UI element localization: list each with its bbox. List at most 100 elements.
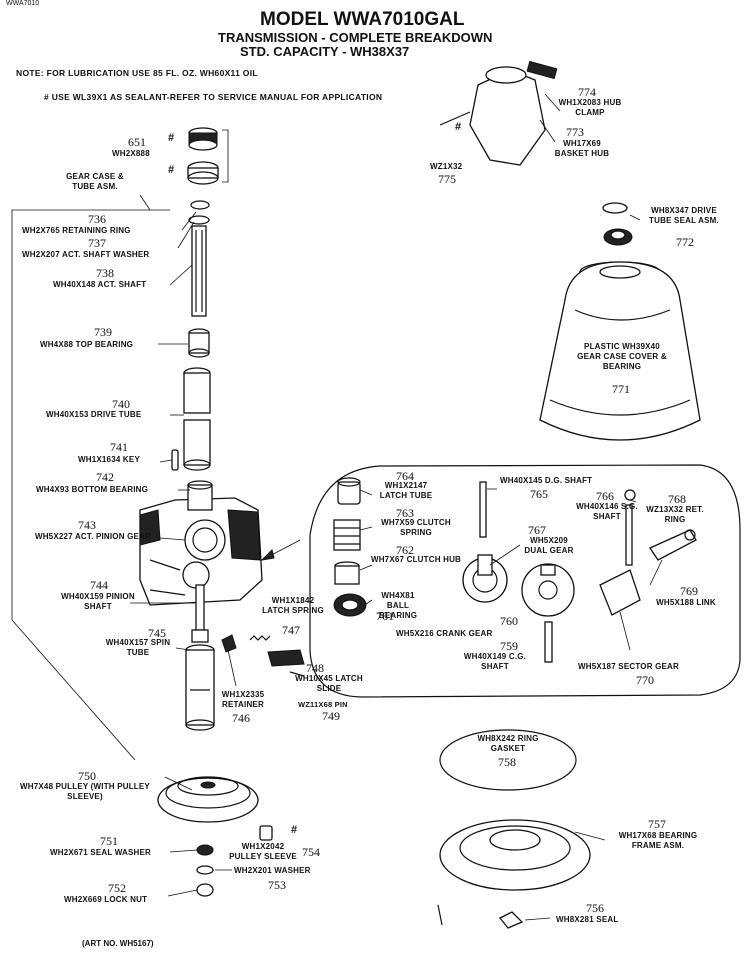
part-num-738: 738 <box>96 266 114 280</box>
top-bearing-shape <box>188 328 210 358</box>
seal-washer-shape <box>196 844 214 856</box>
part-num-768: 768 <box>668 492 686 506</box>
part-num-737: 737 <box>88 236 106 250</box>
part-label-756: WH8X281 SEAL <box>556 915 619 924</box>
part-num-748: 748 <box>306 661 324 675</box>
clutch-detail-box <box>309 464 741 698</box>
gear-case-bracket-line <box>11 209 150 761</box>
part-label-764: WH1X2147 LATCH TUBE <box>379 481 433 500</box>
part-num-760: 760 <box>500 614 518 628</box>
part-label-750: WH7X48 PULLEY (WITH PULLEY SLEEVE) <box>20 782 150 801</box>
gear-case-label: GEAR CASE & TUBE ASM. <box>66 172 124 191</box>
part-label-761: WH4X81 BALL BEARING <box>378 591 418 620</box>
part-num-764: 764 <box>396 469 414 483</box>
part-label-744: WH40X159 PINION SHAFT <box>61 592 135 611</box>
part-num-743: 743 <box>78 518 96 532</box>
washer-shape <box>196 865 214 875</box>
retainer-shape <box>221 634 237 653</box>
part-num-759: 759 <box>500 639 518 653</box>
pin-shape <box>289 671 305 677</box>
basket-hub-shape <box>439 60 558 166</box>
leader-lines <box>130 93 663 921</box>
part-num-751: 751 <box>100 834 118 848</box>
gear-case-cover-shape <box>539 261 701 441</box>
part-num-776: 651 <box>128 135 146 149</box>
part-label-771: PLASTIC WH39X40 GEAR CASE COVER & BEARIN… <box>577 342 667 371</box>
part-num-773: 773 <box>566 125 584 139</box>
part-label-749: WZ11X68 PIN <box>298 700 348 709</box>
page-title: MODEL WWA7010GAL <box>260 9 465 30</box>
lock-nut-shape <box>196 883 214 897</box>
part-num-772: 772 <box>676 235 694 249</box>
part-label-745: WH40X157 SPIN TUBE <box>105 638 171 657</box>
part-label-769: WH5X188 LINK <box>656 598 716 607</box>
part-label-774: WH1X2083 HUB CLAMP <box>558 98 622 117</box>
part-num-758: 758 <box>498 755 516 769</box>
part-num-741: 741 <box>110 440 128 454</box>
part-label-760: WH5X216 CRANK GEAR <box>396 629 493 638</box>
part-num-740: 740 <box>112 397 130 411</box>
retaining-ring-shape <box>190 200 210 210</box>
part-label-754: WH1X2042 PULLEY SLEEVE <box>229 842 297 861</box>
part-num-770: 770 <box>636 673 654 687</box>
part-label-762: WH7X67 CLUTCH HUB <box>370 555 462 564</box>
top-seal-stack <box>187 127 219 185</box>
latch-spring-shape <box>249 635 271 641</box>
hash-mark: # <box>168 132 175 144</box>
act-shaft-shape <box>191 225 207 317</box>
part-num-753: 753 <box>268 878 286 892</box>
part-label-741: WH1X1634 KEY <box>78 455 140 464</box>
part-num-744: 744 <box>90 578 108 592</box>
key-shape <box>171 449 179 471</box>
ring-gasket-shape <box>439 729 577 791</box>
hash-mark: # <box>168 164 175 176</box>
art-number: (ART NO. WH5167) <box>82 939 154 948</box>
drive-tube-seal-shape <box>602 202 633 246</box>
part-label-752: WH2X669 LOCK NUT <box>64 895 148 904</box>
part-label-763: WH7X59 CLUTCH SPRING <box>381 518 451 537</box>
seal-756-shape <box>498 911 524 929</box>
pulley-sleeve-shape <box>259 825 273 841</box>
part-num-761: 761 <box>376 609 394 623</box>
part-label-738: WH40X148 ACT. SHAFT <box>53 280 147 289</box>
part-label-743: WH5X227 ACT. PINION GEAR <box>34 532 152 541</box>
screw-651-shape <box>437 904 443 926</box>
part-num-745: 745 <box>148 626 166 640</box>
part-label-742: WH4X93 BOTTOM BEARING <box>36 485 149 494</box>
part-label-746: WH1X2335 RETAINER <box>221 690 265 709</box>
note-sealant: # USE WL39X1 AS SEALANT-REFER TO SERVICE… <box>44 92 383 102</box>
part-label-736: WH2X765 RETAINING RING <box>22 226 131 235</box>
latch-slide-shape <box>267 649 305 667</box>
part-label-737: WH2X207 ACT. SHAFT WASHER <box>22 250 150 259</box>
part-num-763: 763 <box>396 506 414 520</box>
part-num-765: 765 <box>530 487 548 501</box>
part-num-775: 775 <box>438 172 456 186</box>
part-num-739: 739 <box>94 325 112 339</box>
part-num-736: 736 <box>88 212 106 226</box>
subtitle-breakdown: TRANSMISSION - COMPLETE BREAKDOWN <box>218 30 493 45</box>
part-label-759: WH40X149 C.G. SHAFT <box>463 652 527 671</box>
part-num-754: 754 <box>302 845 320 859</box>
part-num-757: 757 <box>648 817 666 831</box>
part-num-756: 756 <box>586 901 604 915</box>
bearing-frame-shape <box>439 819 591 891</box>
subtitle-capacity: STD. CAPACITY - WH38X37 <box>240 44 410 59</box>
part-label-740: WH40X153 DRIVE TUBE <box>46 410 142 419</box>
pulley-shape <box>157 776 259 823</box>
gear-case-leader <box>139 194 170 211</box>
part-label-770: WH5X187 SECTOR GEAR <box>578 662 680 671</box>
part-num-767: 767 <box>528 523 546 537</box>
part-num-762: 762 <box>396 543 414 557</box>
part-num-766: 766 <box>596 489 614 503</box>
part-label-765: WH40X145 D.G. SHAFT <box>500 476 593 485</box>
clutch-parts <box>333 477 697 663</box>
part-label-776: WH2X888 <box>112 149 150 158</box>
spin-tube-shape <box>185 629 215 731</box>
pinion-shaft-shape <box>195 584 205 631</box>
part-label-768: WZ13X32 RET. RING <box>646 505 704 524</box>
part-label-739: WH4X88 TOP BEARING <box>40 340 134 349</box>
part-label-748: WH10X45 LATCH SLIDE <box>295 674 363 693</box>
part-label-767: WH5X209 DUAL GEAR <box>524 536 574 555</box>
part-label-766: WH40X146 S.G. SHAFT <box>576 502 638 521</box>
